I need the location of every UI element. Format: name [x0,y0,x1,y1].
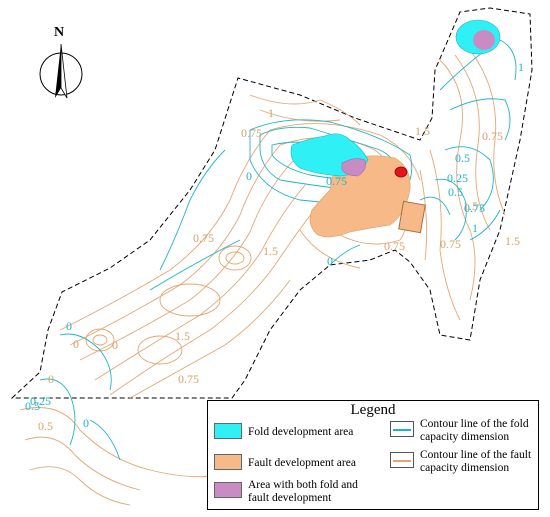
svg-text:0: 0 [83,416,89,430]
svg-text:0.75: 0.75 [482,129,503,143]
legend-swatch-fold-area [214,423,242,439]
svg-text:0.5: 0.5 [38,419,53,433]
svg-text:1: 1 [268,106,274,120]
legend-title: Legend [350,402,396,418]
contour-labels: 0.75 0.75 0.75 0.75 0.75 0.75 1 1.5 1.5 … [25,60,524,433]
svg-text:0: 0 [48,372,54,386]
legend-swatch-fault-area [214,454,242,470]
legend-label-fold-area: Fold development area [248,426,354,438]
overlap-area [341,158,366,177]
svg-text:0.5: 0.5 [25,399,40,413]
svg-text:0: 0 [327,254,333,268]
fault-contours [19,49,506,506]
svg-text:1.5: 1.5 [415,124,430,138]
svg-text:0.75: 0.75 [464,201,485,215]
north-arrow: N [39,25,83,99]
svg-text:1.5: 1.5 [463,199,478,213]
fault-development-area [309,155,411,238]
svg-text:0.25: 0.25 [30,394,51,408]
red-hot-spot [394,166,408,178]
svg-text:0.75: 0.75 [440,237,461,251]
legend-label-fault-contour-1: Contour line of the fault [420,449,532,461]
fault-box [398,200,426,234]
svg-text:1.5: 1.5 [505,234,520,248]
svg-text:1: 1 [518,60,524,74]
study-area-boundary [10,7,533,399]
svg-text:0: 0 [112,338,118,352]
svg-text:0.25: 0.25 [447,171,468,185]
svg-text:0.75: 0.75 [384,239,405,253]
legend-label-fold-contour-1: Contour line of the fold [420,418,529,430]
legend-swatch-fault-contour [390,452,414,468]
overlap-area-ne [473,30,495,50]
svg-text:0.5: 0.5 [448,185,463,199]
svg-text:1.5: 1.5 [175,329,190,343]
legend-label-both-area-1: Area with both fold and [248,479,358,491]
svg-text:0.75: 0.75 [326,174,347,188]
svg-text:1.5: 1.5 [263,244,278,258]
svg-text:0: 0 [66,319,72,333]
svg-text:N: N [54,25,64,40]
legend-label-fault-contour-2: capacity dimension [420,462,510,474]
svg-text:0: 0 [246,169,252,183]
svg-text:1: 1 [472,221,478,235]
svg-text:0.75: 0.75 [178,372,199,386]
legend-label-fold-contour-2: capacity dimension [420,431,510,443]
svg-text:0.75: 0.75 [241,126,262,140]
legend-label-fault-area: Fault development area [248,457,356,469]
legend-swatch-both-area [214,482,242,498]
svg-text:0.5: 0.5 [455,151,470,165]
legend-label-both-area-2: fault development [248,492,332,504]
legend: Legend Fold development area Fault devel… [207,400,539,510]
svg-text:0: 0 [73,337,79,351]
legend-swatch-fold-contour [390,421,414,437]
svg-text:0.75: 0.75 [193,231,214,245]
